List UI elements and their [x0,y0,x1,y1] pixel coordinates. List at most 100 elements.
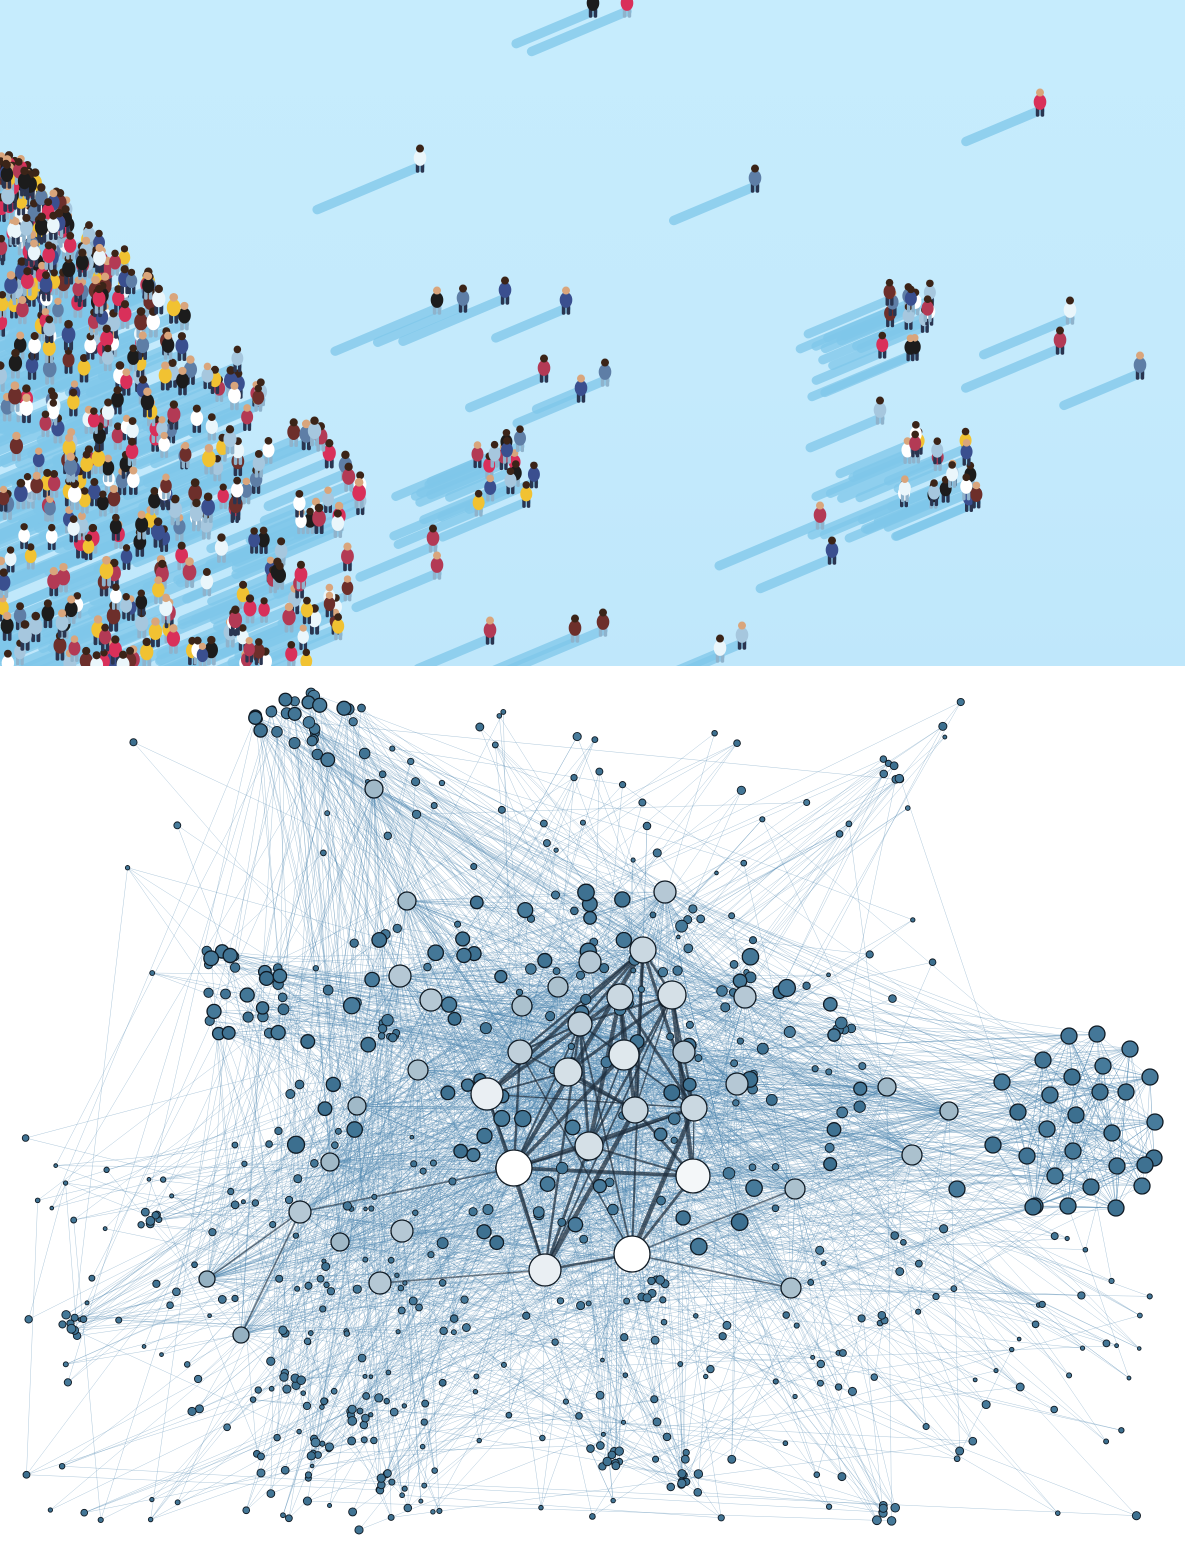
person-head [43,468,52,478]
person-head [923,295,932,304]
person-head [230,381,239,390]
person-head [306,507,314,516]
person-shadow [415,468,494,507]
network-edge [903,1242,1117,1346]
person-head [17,257,27,266]
network-edge [308,722,896,780]
person-torso [323,596,336,612]
network-edge [295,1345,1117,1379]
person-shadow [512,391,586,428]
person-head [154,576,163,585]
person-shadow [330,303,442,356]
person-head [126,646,135,655]
person-head [341,450,350,460]
person-figure [620,0,634,18]
network-edge [279,975,419,1071]
person-figure [120,592,133,620]
network-graph-svg [21,687,1164,1535]
person-figure [228,381,241,411]
network-edge [886,1086,1028,1157]
person-torso [168,500,183,518]
person-torso [151,523,165,541]
network-edge [762,819,1044,1061]
person-head [287,640,296,649]
person-figure [813,501,827,530]
network-edge [656,1185,1143,1423]
network-edge [361,707,520,993]
person-head [49,189,58,198]
network-edge [681,1217,684,1482]
person-head [109,484,118,494]
person-shadow [94,384,188,429]
person-figure [241,404,254,431]
person-figure [873,396,887,425]
network-edge [406,900,590,905]
network-edge [917,1110,950,1312]
person-torso [620,0,634,11]
person-head [503,437,511,445]
person-head [314,503,324,513]
network-edge [948,1035,1070,1112]
person-figure [167,400,181,430]
person-head [168,358,177,368]
person-figure [472,489,485,517]
person-head [122,368,131,377]
person-torso [201,498,215,516]
network-edge [441,782,557,972]
person-figure [4,546,17,573]
person-torso [44,500,56,516]
person-torso [1,655,15,666]
network-edge [339,1241,626,1376]
network-edge [255,717,435,1471]
person-torso [876,337,889,353]
person-head [169,400,179,409]
network-edge [352,1409,973,1442]
network-edge [401,999,432,1232]
person-torso [0,240,8,256]
person-torso [960,444,973,460]
network-edge [686,1165,1118,1483]
person-torso [300,653,313,666]
person-head [254,638,263,646]
person-torso [98,629,112,645]
person-figure [231,345,244,373]
person-torso [586,0,600,11]
network-edge [176,1032,229,1292]
person-shadow [668,181,760,226]
network-edge [150,1033,219,1520]
person-figure [93,243,106,273]
network-edge [271,711,792,1289]
person-head [22,384,31,393]
person-head [433,551,441,560]
network-edge [417,1069,485,1137]
network-edge [681,1048,1131,1474]
network-edge [286,713,423,1447]
person-head [181,441,190,450]
person-torso [196,647,209,663]
person-head [354,478,364,487]
person-head [254,450,263,458]
network-edge [582,822,973,1442]
network-edge [698,1076,1151,1247]
network-edge [311,740,532,970]
person-torso [735,627,749,643]
network-edge [329,1161,671,1488]
person-figure [300,596,314,625]
person-head [284,602,294,612]
network-edge [206,1084,334,1280]
network-edge [379,949,644,1284]
person-torso [500,442,513,458]
person-torso [63,458,78,476]
network-edge [226,1071,569,1428]
network-edge [406,900,432,1001]
person-torso [1053,332,1067,348]
person-head [41,271,51,280]
person-torso [47,217,60,234]
person-head [95,229,103,238]
person-torso [332,618,345,634]
person-head [333,509,342,518]
person-figure [142,272,155,300]
person-torso [223,430,237,448]
person-figure [471,441,484,469]
person-torso [287,423,301,441]
